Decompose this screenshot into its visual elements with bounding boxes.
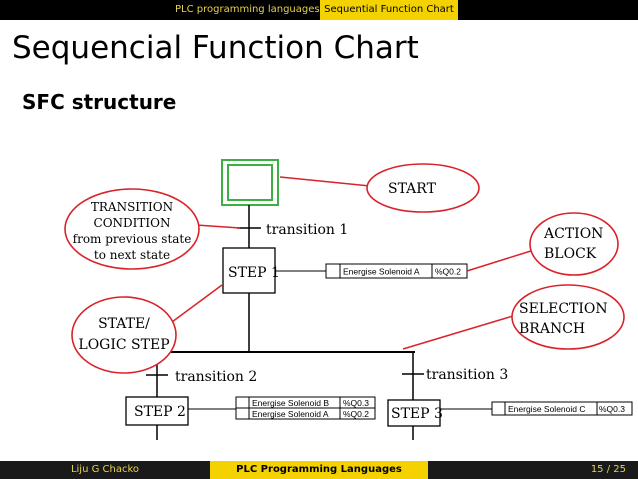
top-navigation-bar: PLC programming languages Sequential Fun…	[0, 0, 638, 20]
svg-text:CONDITION: CONDITION	[94, 216, 171, 230]
callout-start-label: START	[388, 181, 437, 197]
svg-text:BLOCK: BLOCK	[544, 246, 597, 262]
callout-selection-branch: SELECTION BRANCH	[402, 284, 625, 350]
action-text: Energise Solenoid B	[252, 398, 329, 408]
callout-state-logic-step: STATE/ LOGIC STEP	[71, 284, 223, 374]
page-number: 15 / 25	[590, 464, 626, 475]
footer-page: 15 / 25	[428, 461, 638, 479]
svg-text:LOGIC STEP: LOGIC STEP	[78, 337, 169, 353]
svg-text:BRANCH: BRANCH	[519, 321, 585, 337]
slide-subtitle: SFC structure	[22, 90, 177, 114]
action-block-step3: Energise Solenoid C %Q0.3	[491, 401, 633, 416]
transition-1-label: transition 1	[266, 222, 348, 238]
footer-author: Liju G Chacko	[0, 461, 210, 479]
svg-text:SELECTION: SELECTION	[519, 301, 608, 317]
nav-subsection-link[interactable]: Sequential Function Chart	[320, 0, 458, 20]
step-1-box	[222, 247, 276, 294]
svg-text:TRANSITION: TRANSITION	[91, 200, 173, 214]
step-2-label: STEP 2	[134, 404, 186, 420]
action-block-step2: Energise Solenoid B %Q0.3 Energise Solen…	[235, 396, 376, 420]
action-address: %Q0.3	[343, 398, 369, 408]
sfc-diagram: transition 1 STEP 1 Energise Solenoid A …	[64, 159, 633, 440]
step-1-label: STEP 1	[228, 265, 280, 281]
nav-section-link[interactable]: PLC programming languages	[175, 4, 320, 15]
action-address: %Q0.3	[599, 404, 625, 414]
step-3-label: STEP 3	[391, 406, 443, 422]
initial-step	[221, 159, 279, 206]
footer-bar: Liju G Chacko PLC Programming Languages …	[0, 461, 638, 479]
svg-text:STATE/: STATE/	[98, 316, 150, 332]
footer-course: PLC Programming Languages	[210, 461, 428, 479]
callout-start: START	[279, 163, 480, 213]
step-2-box	[125, 396, 189, 426]
slide-title: Sequencial Function Chart	[12, 30, 419, 66]
step-3-box	[387, 399, 441, 427]
action-text: Energise Solenoid A	[252, 409, 329, 419]
svg-text:to next state: to next state	[94, 248, 170, 262]
callout-action-block: ACTION BLOCK	[466, 212, 619, 276]
action-text: Energise Solenoid C	[508, 404, 586, 414]
action-address: %Q0.2	[435, 267, 461, 277]
svg-text:from previous state: from previous state	[73, 232, 192, 246]
transition-2-label: transition 2	[175, 369, 257, 385]
callout-transition-condition: TRANSITION CONDITION from previous state…	[64, 188, 241, 270]
action-text: Energise Solenoid A	[343, 267, 420, 277]
action-block-step1: Energise Solenoid A %Q0.2	[325, 263, 468, 279]
transition-3-label: transition 3	[426, 367, 508, 383]
svg-text:ACTION: ACTION	[543, 226, 603, 242]
action-address: %Q0.2	[343, 409, 369, 419]
